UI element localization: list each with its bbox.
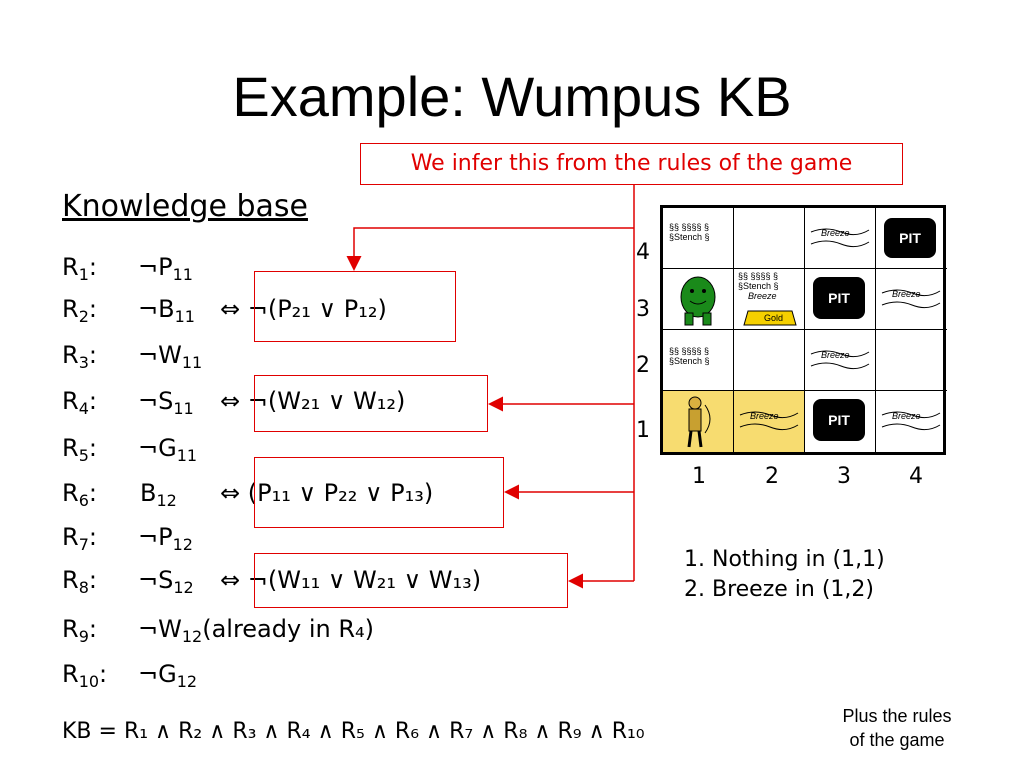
rule-row: R2: ¬B11 ⇔ ¬(P₂₁ ∨ P₁₂) [62,294,622,328]
kb-heading: Knowledge base [62,189,308,224]
wumpus-icon [680,276,716,326]
rule-row: R5: ¬G11 [62,433,622,467]
cell-2-1: Breeze [734,391,805,452]
agent-icon [687,396,711,448]
rule-label: R8: [62,566,97,597]
cell-1-4: §§ §§§§ §§Stench § [663,208,734,269]
rule-lhs: ¬G11 [138,434,198,465]
pit-icon: PIT [813,277,865,319]
rule-lhs: ¬S11 [138,387,194,418]
cell-3-1: PIT [805,391,876,452]
cell-4-3: Breeze [876,269,947,330]
rule-label: R6: [62,479,97,510]
plus-rules-line: of the game [849,730,945,750]
breeze-icon [881,411,941,431]
breeze-label: Breeze [821,350,850,360]
breeze-label: Breeze [821,228,850,238]
col-label-2: 2 [765,464,779,489]
rule-lhs: ¬P11 [138,253,193,284]
rule-label: R9: [62,615,97,646]
breeze-label: Breeze [892,411,921,421]
row-label-1: 1 [636,418,650,443]
pit-icon: PIT [813,399,865,441]
rule-lhs: ¬W12(already in R₄) [138,615,374,646]
col-label-4: 4 [909,464,923,489]
breeze-icon [739,411,799,431]
rule-rhs: ⇔ ¬(P₂₁ ∨ P₁₂) [220,295,387,323]
cell-4-1: Breeze [876,391,947,452]
stench-icon: §§ §§§§ §§Stench § [738,271,779,291]
rule-row: R8: ¬S12 ⇔ ¬(W₁₁ ∨ W₂₁ ∨ W₁₃) [62,565,622,599]
rule-label: R7: [62,523,97,554]
cell-4-4: PIT [876,208,947,269]
cell-3-3: PIT [805,269,876,330]
rule-lhs: ¬S12 [138,566,194,597]
rule-lhs: ¬P12 [138,523,193,554]
rule-lhs: ¬B11 [138,295,195,326]
plus-rules-note: Plus the rules of the game [812,704,982,752]
col-label-3: 3 [837,464,851,489]
breeze-icon [881,289,941,309]
rule-label: R5: [62,434,97,465]
stench-icon: §§ §§§§ §§Stench § [669,222,710,242]
breeze-label: Breeze [748,291,777,301]
rule-row: R9: ¬W12(already in R₄) [62,614,622,648]
rule-label: R4: [62,387,97,418]
rule-row: R3: ¬W11 [62,340,622,374]
rule-lhs: ¬W11 [138,341,203,372]
plus-rules-line: Plus the rules [842,706,952,726]
rule-rhs: ⇔ (P₁₁ ∨ P₂₂ ∨ P₁₃) [220,479,434,507]
rule2-rhs-box [254,271,456,342]
col-label-1: 1 [692,464,706,489]
cell-4-2 [876,330,947,391]
observations-list: 1. Nothing in (1,1) 2. Breeze in (1,2) [684,545,885,605]
row-label-3: 3 [636,297,650,322]
rule-label: R10: [62,660,108,691]
gold-icon [743,310,797,326]
infer-note-box: We infer this from the rules of the game [360,143,903,185]
cell-2-3: §§ §§§§ §§Stench § Breeze Gold [734,269,805,330]
rule-lhs: ¬G12 [138,660,198,691]
rule-rhs: ⇔ ¬(W₁₁ ∨ W₂₁ ∨ W₁₃) [220,566,482,594]
cell-3-4: Breeze [805,208,876,269]
slide-title: Example: Wumpus KB [232,65,792,128]
breeze-label: Breeze [750,411,779,421]
gold-label: Gold [764,313,784,323]
rule-rhs: ⇔ ¬(W₂₁ ∨ W₁₂) [220,387,406,415]
observation-item: 2. Breeze in (1,2) [684,577,874,602]
rule-row: R10: ¬G12 [62,659,622,693]
rule-row: R4: ¬S11 ⇔ ¬(W₂₁ ∨ W₁₂) [62,386,622,420]
cell-1-2: §§ §§§§ §§Stench § [663,330,734,391]
kb-formula: KB = R₁ ∧ R₂ ∧ R₃ ∧ R₄ ∧ R₅ ∧ R₆ ∧ R₇ ∧ … [62,719,645,744]
rule8-rhs-box [254,553,568,608]
pit-icon: PIT [884,218,936,258]
cell-2-4 [734,208,805,269]
rule6-rhs-box [254,457,504,528]
cell-1-1 [663,391,734,452]
rule-label: R2: [62,295,97,326]
rule-row: R7: ¬P12 [62,522,622,556]
rule4-rhs-box [254,375,488,432]
row-label-2: 2 [636,353,650,378]
observation-item: 1. Nothing in (1,1) [684,547,885,572]
breeze-icon [810,350,870,370]
breeze-label: Breeze [892,289,921,299]
cell-1-3 [663,269,734,330]
rule-label: R1: [62,253,97,284]
breeze-icon [810,228,870,248]
stench-icon: §§ §§§§ §§Stench § [669,346,710,366]
wumpus-grid: §§ §§§§ §§Stench § Breeze PIT §§ §§§§ §§… [660,205,947,455]
cell-2-2 [734,330,805,391]
rule-row: R6: B12 ⇔ (P₁₁ ∨ P₂₂ ∨ P₁₃) [62,478,622,512]
rule-row: R1: ¬P11 [62,252,622,286]
rule-label: R3: [62,341,97,372]
row-label-4: 4 [636,240,650,265]
cell-3-2: Breeze [805,330,876,391]
rule-lhs: B12 [140,479,177,510]
